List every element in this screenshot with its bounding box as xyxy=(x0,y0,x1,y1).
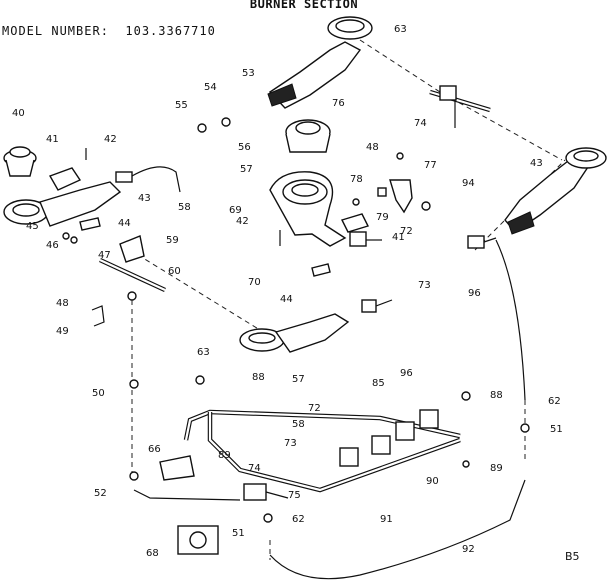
callout-label: 62 xyxy=(292,514,305,525)
burner-43-right xyxy=(504,147,607,235)
callout-label: 74 xyxy=(414,118,427,129)
callout-label: 59 xyxy=(166,235,179,246)
callout-label: 46 xyxy=(46,240,59,251)
callout-label: 52 xyxy=(94,488,107,499)
callout-label: 43 xyxy=(530,158,543,169)
callout-label: 89 xyxy=(490,463,503,474)
callout-label: 57 xyxy=(240,164,253,175)
callout-label: 63 xyxy=(197,347,210,358)
gas-line-92 xyxy=(269,239,526,580)
orifice-96-right xyxy=(467,235,497,249)
callout-label: 49 xyxy=(56,326,69,337)
callout-label: 78 xyxy=(350,174,363,185)
callout-label: 53 xyxy=(242,68,255,79)
callout-label: 58 xyxy=(178,202,191,213)
diagram-title: BURNER SECTION xyxy=(249,0,359,11)
igniter-72 xyxy=(349,231,382,247)
clip-49 xyxy=(91,305,105,327)
callout-label: 44 xyxy=(118,218,131,229)
callout-labels: 63 53 54 55 76 40 41 42 56 57 74 48 77 4… xyxy=(12,24,563,559)
bracket-41-left xyxy=(48,167,82,191)
bracket-66 xyxy=(159,455,195,481)
burner-69-center xyxy=(269,171,347,247)
burner-40-cap xyxy=(3,146,37,177)
callout-label: 68 xyxy=(146,548,159,559)
callout-label: 96 xyxy=(400,368,413,379)
callout-label: 90 xyxy=(426,476,439,487)
callout-label: 63 xyxy=(394,24,407,35)
callout-label: 58 xyxy=(292,419,305,430)
model-number-line: MODEL NUMBER: 103.3367710 xyxy=(2,24,216,38)
callout-label: 75 xyxy=(288,490,301,501)
callout-label: 94 xyxy=(462,178,475,189)
model-number: 103.3367710 xyxy=(125,24,216,38)
callout-label: 72 xyxy=(400,226,413,237)
fittings xyxy=(62,117,530,523)
callout-label: 77 xyxy=(424,160,437,171)
clip-44-center xyxy=(311,263,331,277)
callout-label: 57 xyxy=(292,374,305,385)
burner-tube-74 xyxy=(429,85,491,128)
igniter-73-upper xyxy=(361,299,393,313)
burner-cap-76 xyxy=(285,119,331,153)
callout-label: 51 xyxy=(550,424,563,435)
callout-label: 45 xyxy=(26,221,39,232)
callout-label: 41 xyxy=(392,232,405,243)
callout-label: 91 xyxy=(380,514,393,525)
callout-label: 88 xyxy=(490,390,503,401)
callout-label: 44 xyxy=(280,294,293,305)
callout-label: 70 xyxy=(248,277,261,288)
burner-43-left xyxy=(3,181,122,227)
callout-label: 41 xyxy=(46,134,59,145)
callout-label: 43 xyxy=(138,193,151,204)
callout-label: 51 xyxy=(232,528,245,539)
callout-label: 69 xyxy=(229,205,242,216)
callout-label: 54 xyxy=(204,82,217,93)
part-78 xyxy=(377,187,387,197)
page-code: B5 xyxy=(565,550,580,563)
callout-label: 73 xyxy=(418,280,431,291)
callout-label: 72 xyxy=(308,403,321,414)
callout-label: 74 xyxy=(248,463,261,474)
callout-label: 76 xyxy=(332,98,345,109)
callout-label: 55 xyxy=(175,100,188,111)
callout-label: 48 xyxy=(366,142,379,153)
igniter-58-left xyxy=(115,166,181,193)
callout-label: 85 xyxy=(372,378,385,389)
gas-line-52 xyxy=(133,489,241,501)
callout-label: 96 xyxy=(468,288,481,299)
callout-label: 56 xyxy=(238,142,251,153)
tube-60 xyxy=(99,257,166,293)
bracket-41-center xyxy=(341,213,369,233)
callout-label: 88 xyxy=(252,372,265,383)
callout-label: 79 xyxy=(376,212,389,223)
bracket-77 xyxy=(389,179,413,214)
valve-75 xyxy=(243,483,289,501)
model-label: MODEL NUMBER: xyxy=(2,24,109,38)
callout-label: 42 xyxy=(104,134,117,145)
callout-label: 92 xyxy=(462,544,475,555)
callout-label: 48 xyxy=(56,298,69,309)
callout-label: 89 xyxy=(218,450,231,461)
burner-63-lower xyxy=(239,313,350,353)
clip-44-left xyxy=(79,217,101,231)
callout-label: 66 xyxy=(148,444,161,455)
callout-label: 62 xyxy=(548,396,561,407)
valves-group xyxy=(339,409,439,467)
callout-label: 50 xyxy=(92,388,105,399)
regulator-68 xyxy=(177,525,219,555)
callout-label: 60 xyxy=(168,266,181,277)
bracket-59 xyxy=(119,235,145,263)
callout-label: 40 xyxy=(12,108,25,119)
callout-label: 47 xyxy=(98,250,111,261)
burner-63-top xyxy=(267,16,373,109)
callout-label: 42 xyxy=(236,216,249,227)
callout-label: 73 xyxy=(284,438,297,449)
